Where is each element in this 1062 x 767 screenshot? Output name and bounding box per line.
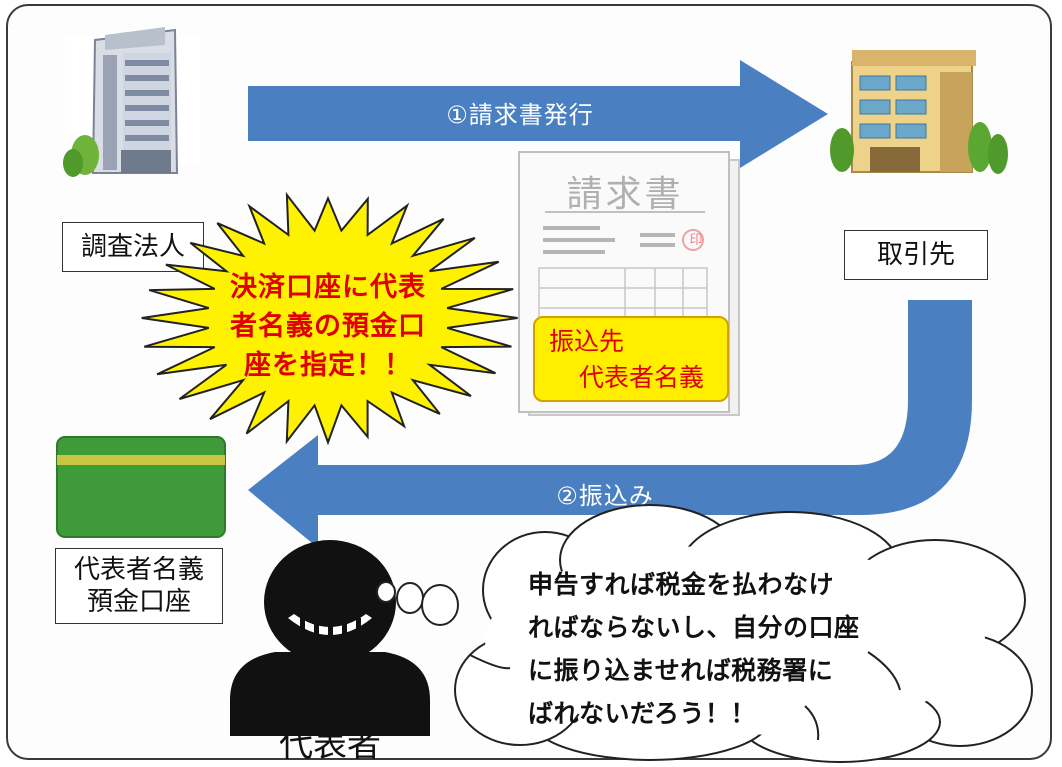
representative-silhouette-icon xyxy=(230,540,430,736)
rep-account-label: 代表者名義 預金口座 xyxy=(55,548,223,624)
payee-callout: 振込先 代表者名義 xyxy=(533,316,729,402)
alert-burst-line3: 座を指定！！ xyxy=(244,350,412,382)
thought-line4: ばれないだろう！！ xyxy=(528,699,757,728)
alert-burst-line2: 者名義の預金口 xyxy=(230,311,426,343)
corp-building-icon xyxy=(63,27,200,177)
invoice-doc-title: 請求書 xyxy=(566,174,684,215)
client-building-icon xyxy=(830,50,1008,174)
thought-line2: ればならないし、自分の口座 xyxy=(528,613,860,642)
thought-line1: 申告すれば税金を払わなけ xyxy=(528,570,835,599)
alert-burst-text: 決済口座に代表 者名義の預金口 座を指定！！ xyxy=(228,268,428,385)
invoice-arrow-label: ①請求書発行 xyxy=(446,101,594,129)
bank-card-icon xyxy=(56,436,226,538)
alert-burst-line1: 決済口座に代表 xyxy=(230,272,426,303)
thought-line3: に振り込ませれば税務署に xyxy=(528,656,834,685)
representative-label: 代表者 xyxy=(279,725,381,765)
payee-callout-line2: 代表者名義 xyxy=(579,363,705,392)
client-label: 取引先 xyxy=(844,230,988,280)
rep-account-line1: 代表者名義 xyxy=(73,554,204,585)
corp-label: 調査法人 xyxy=(62,222,204,272)
invoice-stamp: 印 xyxy=(689,233,703,248)
payee-callout-line1: 振込先 xyxy=(549,327,625,356)
thought-bubble-text: 申告すれば税金を払わなけ ればならないし、自分の口座 に振り込ませれば税務署に … xyxy=(528,563,948,735)
rep-account-line2: 預金口座 xyxy=(86,587,191,617)
